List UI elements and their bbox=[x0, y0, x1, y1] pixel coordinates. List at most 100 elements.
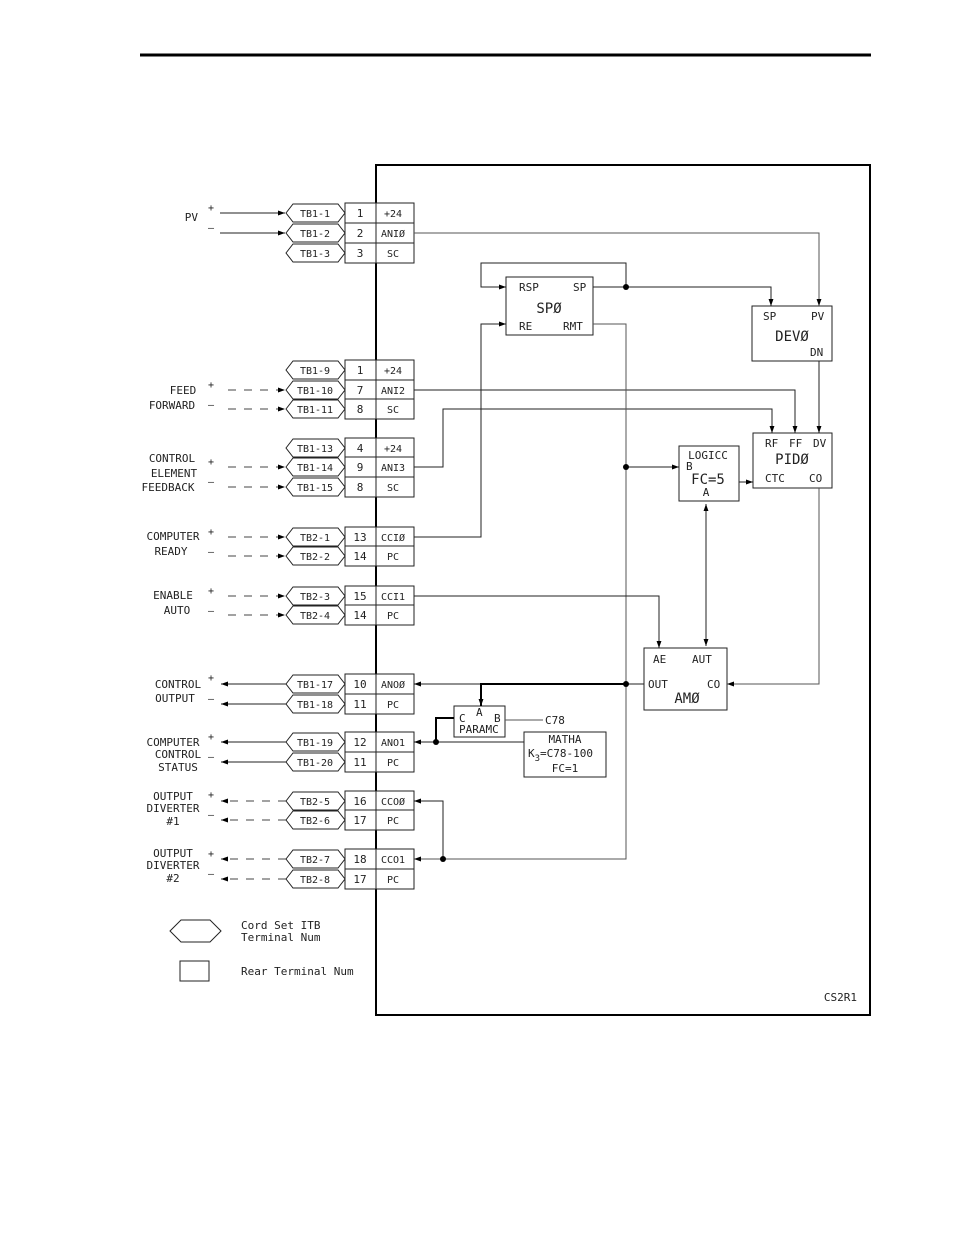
sp-block-rmt-port: RMT bbox=[563, 320, 583, 333]
legend-cordset-label: Cord Set ITB bbox=[241, 919, 321, 932]
terminal-name: ANO1 bbox=[381, 738, 405, 749]
cordset-tb-label: TB1-15 bbox=[297, 483, 333, 494]
signal-control-element-label: ELEMENT bbox=[151, 467, 198, 480]
math-formula-subscript: 3 bbox=[535, 754, 540, 764]
terminal-name: ANIØ bbox=[381, 228, 405, 240]
cordset-tb-label: TB1-17 bbox=[297, 680, 333, 691]
legend-cordset-label: Terminal Num bbox=[241, 931, 321, 944]
rear-terminal-number: 10 bbox=[353, 678, 366, 691]
minus-mark: – bbox=[208, 752, 215, 763]
signal-output-diverter-2-label: OUTPUT bbox=[153, 847, 193, 860]
minus-mark: – bbox=[208, 477, 215, 488]
signal-computer-control-status-label: COMPUTER bbox=[147, 736, 200, 749]
signal-computer-control-status-label: STATUS bbox=[158, 761, 198, 774]
pid-block-co-port: CO bbox=[809, 472, 822, 485]
rear-terminal-number: 14 bbox=[353, 550, 367, 563]
pid-block-rf-port: RF bbox=[765, 437, 778, 450]
plus-mark: + bbox=[208, 527, 214, 538]
cordset-tb-label: TB1-14 bbox=[297, 463, 333, 474]
terminal-name: PC bbox=[387, 816, 399, 827]
terminal-name: PC bbox=[387, 611, 399, 622]
cordset-tb-label: TB1-3 bbox=[300, 249, 330, 260]
dev-block-dn-port: DN bbox=[810, 346, 823, 359]
cordset-tb-label: TB2-1 bbox=[300, 533, 330, 544]
minus-mark: – bbox=[208, 606, 215, 617]
cordset-tb-label: TB1-11 bbox=[297, 405, 333, 416]
terminal-name-box bbox=[375, 604, 415, 626]
plus-mark: + bbox=[208, 790, 214, 801]
terminal-name-box bbox=[375, 809, 415, 831]
terminal-name: PC bbox=[387, 700, 399, 711]
terminal-name-box bbox=[375, 476, 415, 498]
rear-terminal-number: 1 bbox=[357, 364, 364, 377]
signal-control-output-label: CONTROL bbox=[155, 678, 202, 691]
plus-mark: + bbox=[208, 380, 214, 391]
terminal-name: ANOØ bbox=[381, 679, 405, 691]
minus-mark: – bbox=[208, 869, 215, 880]
terminal-name-box bbox=[375, 693, 415, 715]
signal-pv-label: PV bbox=[185, 211, 199, 224]
param-block: C A B PARAMC C78 bbox=[453, 705, 565, 738]
terminal-name: ANI2 bbox=[381, 386, 405, 397]
am-block-name: AMØ bbox=[674, 691, 700, 707]
math-block: MATHA K3=C78-100 FC=1 bbox=[523, 731, 607, 778]
rear-terminal-number: 8 bbox=[357, 481, 364, 494]
sp-block-rsp-port: RSP bbox=[519, 281, 539, 294]
param-block-a-port: A bbox=[476, 706, 483, 719]
internal-wiring bbox=[414, 232, 822, 862]
terminal-name-box bbox=[375, 868, 415, 890]
math-block-formula: K3=C78-100 bbox=[528, 747, 593, 764]
math-block-fc: FC=1 bbox=[552, 762, 579, 775]
signal-output-diverter-1-label: DIVERTER bbox=[147, 802, 200, 815]
rear-terminal-number: 1 bbox=[357, 207, 364, 220]
cordset-tb-label: TB1-1 bbox=[300, 209, 330, 220]
terminal-name: PC bbox=[387, 875, 399, 886]
cordset-tb-label: TB1-13 bbox=[297, 444, 333, 455]
signal-computer-control-status-label: CONTROL bbox=[155, 748, 202, 761]
rear-terminal-number: 7 bbox=[357, 384, 364, 397]
rear-terminal-number: 16 bbox=[353, 795, 366, 808]
cordset-tb-label: TB2-8 bbox=[300, 875, 330, 886]
terminal-name: +24 bbox=[384, 444, 402, 455]
param-block-c-port: C bbox=[459, 712, 466, 725]
cordset-tb-label: TB2-4 bbox=[300, 611, 330, 622]
sp-block-sp-port: SP bbox=[573, 281, 587, 294]
logic-block: LOGICC B FC=5 A bbox=[678, 445, 740, 502]
rear-terminal-number: 13 bbox=[353, 531, 366, 544]
logic-block-b-port: B bbox=[686, 460, 693, 473]
signal-output-diverter-2-label: #2 bbox=[166, 872, 179, 885]
pid-block-ff-port: FF bbox=[789, 437, 802, 450]
logic-block-a-port: A bbox=[703, 486, 710, 499]
signal-feed-forward-label: FORWARD bbox=[149, 399, 195, 412]
rear-terminal-number: 4 bbox=[357, 442, 364, 455]
cordset-tb-label: TB1-18 bbox=[297, 700, 333, 711]
dev-block-pv-port: PV bbox=[811, 310, 825, 323]
minus-mark: – bbox=[208, 810, 215, 821]
rear-terminal-number: 9 bbox=[357, 461, 364, 474]
cordset-tb-label: TB2-3 bbox=[300, 592, 330, 603]
legend: Cord Set ITB Terminal Num Rear Terminal … bbox=[169, 919, 354, 982]
am-block-ae-port: AE bbox=[653, 653, 666, 666]
field-wires bbox=[220, 210, 286, 882]
terminal-name: CCI1 bbox=[381, 592, 405, 603]
terminal-name: +24 bbox=[384, 209, 402, 220]
minus-mark: – bbox=[208, 223, 215, 234]
rear-terminal-number: 8 bbox=[357, 403, 364, 416]
cordset-tb-label: TB1-19 bbox=[297, 738, 333, 749]
param-block-b-port: B bbox=[494, 712, 501, 725]
plus-mark: + bbox=[208, 732, 214, 743]
math-formula-k: K bbox=[528, 747, 535, 760]
rear-terminal-number: 12 bbox=[353, 736, 366, 749]
signal-enable-auto-label: AUTO bbox=[164, 604, 191, 617]
